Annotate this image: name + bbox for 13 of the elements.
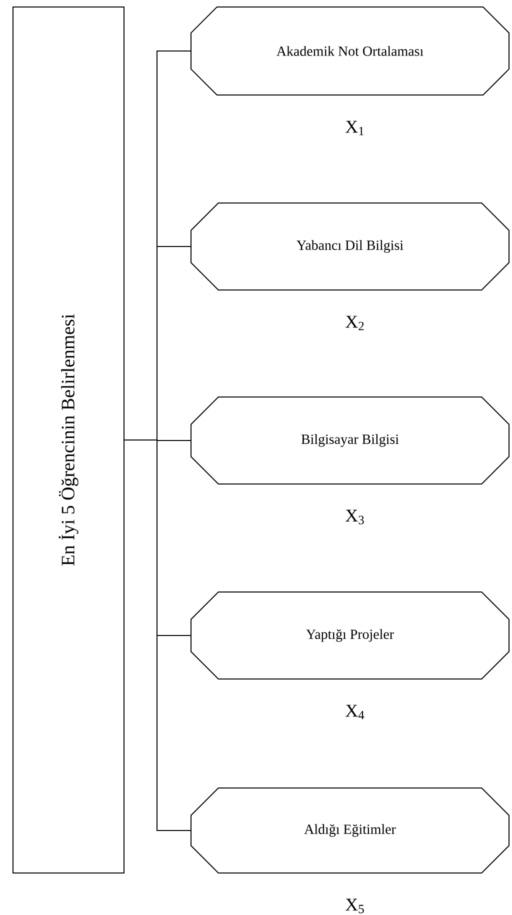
variable-label: X$_{5}$ xyxy=(346,898,364,914)
criterion-box: Yaptığı Projeler xyxy=(190,592,510,680)
variable-label: X$_{3}$ xyxy=(346,510,364,524)
variable-label: X$_{2}$ xyxy=(346,316,364,330)
variable-label: X$_{4}$ xyxy=(346,704,364,720)
variable-label: X$_{1}$ xyxy=(346,120,364,136)
criterion-box: Yabancı Dil Bilgisi xyxy=(190,202,510,290)
title-text: En İyi 5 Öğrencinin Belirlenmesi xyxy=(58,314,78,566)
criterion-box: Akademik Not Ortalaması xyxy=(190,6,510,96)
criterion-box: Aldığı Eğitimler xyxy=(190,788,510,874)
title-box xyxy=(12,6,124,874)
connector-line xyxy=(124,440,191,831)
criterion-box: Bilgisayar Bilgisi xyxy=(190,396,510,484)
